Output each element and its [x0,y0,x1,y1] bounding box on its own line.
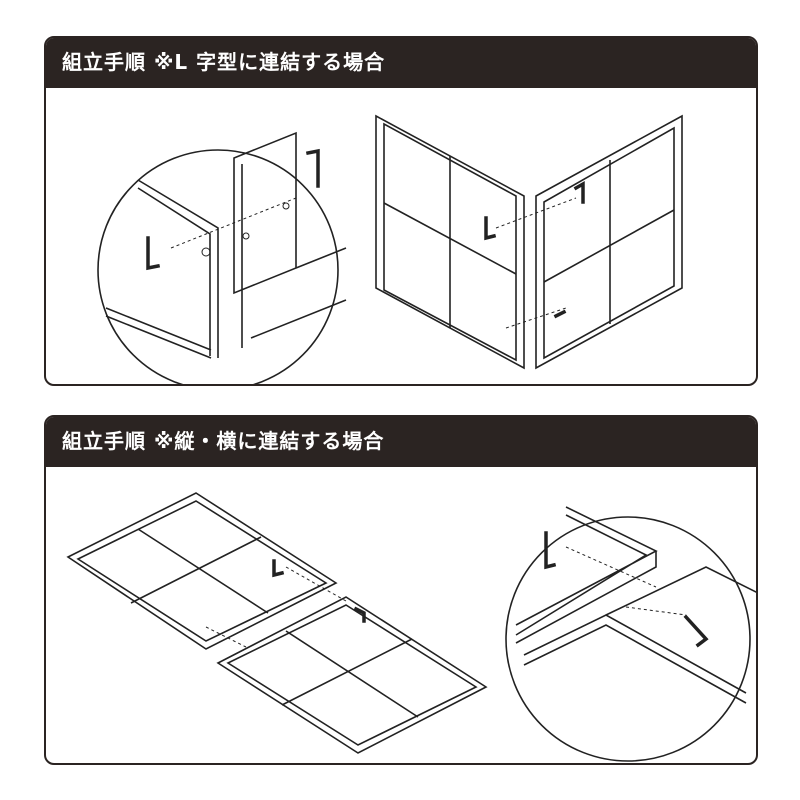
l-shape-assembly-illustration [97,114,683,384]
section-title: 組立手順 ※L 字型に連結する場合 [46,38,756,88]
l-shape-detail-circle [97,131,347,384]
flat-assembly-illustration [66,492,756,762]
section-l-shape: 組立手順 ※L 字型に連結する場合 [44,36,758,386]
section-vertical-horizontal: 組立手順 ※縦・横に連結する場合 [44,415,758,765]
l-shape-frames [375,114,683,370]
flat-frames [66,492,488,754]
section-title: 組立手順 ※縦・横に連結する場合 [46,417,756,467]
flat-detail-circle [505,506,756,762]
